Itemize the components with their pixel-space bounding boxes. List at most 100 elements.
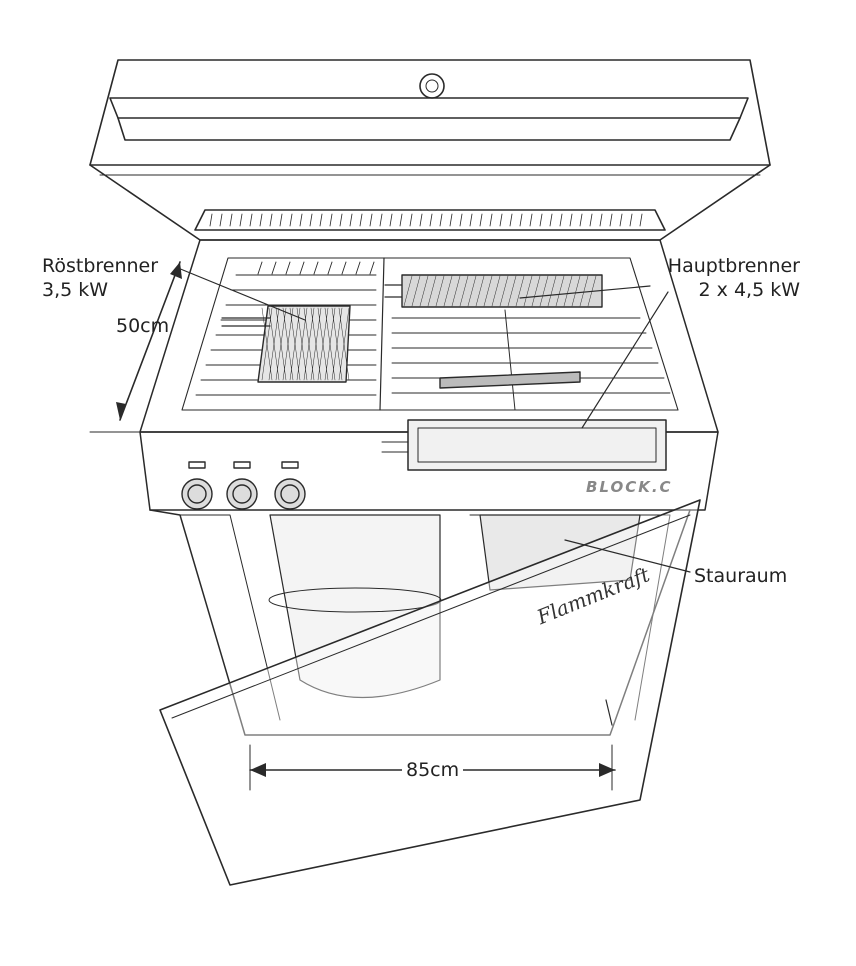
lid-vent-slot <box>549 213 553 227</box>
mesh-line <box>403 275 413 307</box>
lid-vent-slot <box>569 213 573 227</box>
control-panel <box>139 419 719 511</box>
lid-vent-slot <box>559 213 563 227</box>
width-label: 85cm <box>402 758 464 782</box>
mesh-line <box>317 307 329 381</box>
lid-vent-slot <box>279 213 283 227</box>
main-burner-mesh <box>403 275 597 307</box>
grate-tooth <box>369 261 375 275</box>
leader-lines <box>177 267 691 573</box>
lid-vent-slot <box>589 213 593 227</box>
mesh-line <box>268 307 280 381</box>
flame-symbol-icon <box>281 461 299 469</box>
lid-vent-slot <box>399 213 403 227</box>
lid-vent-slot <box>309 213 313 227</box>
mesh-line <box>467 275 477 307</box>
mesh-line <box>475 275 485 307</box>
mesh-line <box>331 307 343 381</box>
main-burner-leader <box>519 285 651 299</box>
mesh-line <box>338 307 350 381</box>
control-knob-1 <box>181 478 213 510</box>
mesh-line <box>555 275 565 307</box>
lid-vent-slot <box>389 213 393 227</box>
lid-vent-slot <box>259 213 263 227</box>
lid-vent-slot <box>459 213 463 227</box>
main-burner <box>384 274 603 389</box>
main-burner-leader-2 <box>581 291 669 429</box>
control-knob-cap <box>187 484 207 504</box>
control-knob-cap <box>232 484 252 504</box>
lid-vent-slot <box>219 213 223 227</box>
mesh-line <box>435 275 445 307</box>
mesh-line <box>507 275 517 307</box>
roast-burner-power: 3,5 kW <box>42 279 109 301</box>
lid-vent-slot <box>579 213 583 227</box>
mesh-line <box>571 275 581 307</box>
mesh-line <box>275 307 287 381</box>
mesh-line <box>303 307 315 381</box>
mesh-line <box>459 275 469 307</box>
grate-tooth <box>355 261 361 275</box>
mesh-line <box>547 275 557 307</box>
lid-vent-slot <box>489 213 493 227</box>
arrow-heads <box>116 262 615 777</box>
mesh-line <box>419 275 429 307</box>
mesh-line <box>531 275 541 307</box>
grate-tooth <box>257 261 263 275</box>
flame-symbol-icon <box>233 461 251 469</box>
lid-vent-slot <box>509 213 513 227</box>
lid-vents <box>209 213 643 227</box>
lid-vent-slot <box>419 213 423 227</box>
mesh-line <box>296 307 308 381</box>
mesh-line <box>451 275 461 307</box>
mesh-line <box>261 307 273 381</box>
lid-vent-slot <box>369 213 373 227</box>
mesh-line <box>483 275 493 307</box>
mesh-line <box>563 275 573 307</box>
storage-label: Stauraum <box>694 565 788 587</box>
mesh-line <box>289 307 301 381</box>
roast-burner-leader <box>177 267 306 321</box>
thermometer-icon <box>419 73 445 99</box>
lid-vent-slot <box>529 213 533 227</box>
depth-dimension-line <box>119 261 181 421</box>
lid-vent-slot <box>449 213 453 227</box>
mesh-line <box>443 275 453 307</box>
grate-tooth <box>299 261 305 275</box>
lid-vent-slot <box>339 213 343 227</box>
mesh-line <box>499 275 509 307</box>
control-knob-cap <box>280 484 300 504</box>
control-knob-2 <box>226 478 258 510</box>
open-door <box>159 499 701 886</box>
mesh-line <box>539 275 549 307</box>
lid-vent-slot <box>359 213 363 227</box>
depth-label: 50cm <box>116 315 170 337</box>
main-burner-name: Hauptbrenner <box>667 255 800 277</box>
lid-vent-slot <box>409 213 413 227</box>
grate-tooth <box>341 261 347 275</box>
lid-vent-slot <box>479 213 483 227</box>
mesh-line <box>523 275 533 307</box>
mesh-line <box>579 275 589 307</box>
grate-tooth <box>285 261 291 275</box>
lid-vent-slot <box>319 213 323 227</box>
lid-vent-slot <box>609 213 613 227</box>
mesh-line <box>427 275 437 307</box>
lid-vent-slot <box>329 213 333 227</box>
mesh-line <box>411 275 421 307</box>
lid-vent-slot <box>209 213 213 227</box>
gas-bottle <box>269 514 441 698</box>
grate-tooth <box>313 261 319 275</box>
roast-burner <box>221 305 351 383</box>
mesh-line <box>491 275 501 307</box>
lid-vent-slot <box>539 213 543 227</box>
lid-vent-slot <box>439 213 443 227</box>
lid-vent-slot <box>249 213 253 227</box>
lid-vent-slot <box>519 213 523 227</box>
roast-burner-name: Röstbrenner <box>42 255 159 277</box>
main-burner-label: Hauptbrenner 2 x 4,5 kW <box>620 254 800 302</box>
lid-vent-slot <box>639 213 643 227</box>
lid-vent-slot <box>599 213 603 227</box>
